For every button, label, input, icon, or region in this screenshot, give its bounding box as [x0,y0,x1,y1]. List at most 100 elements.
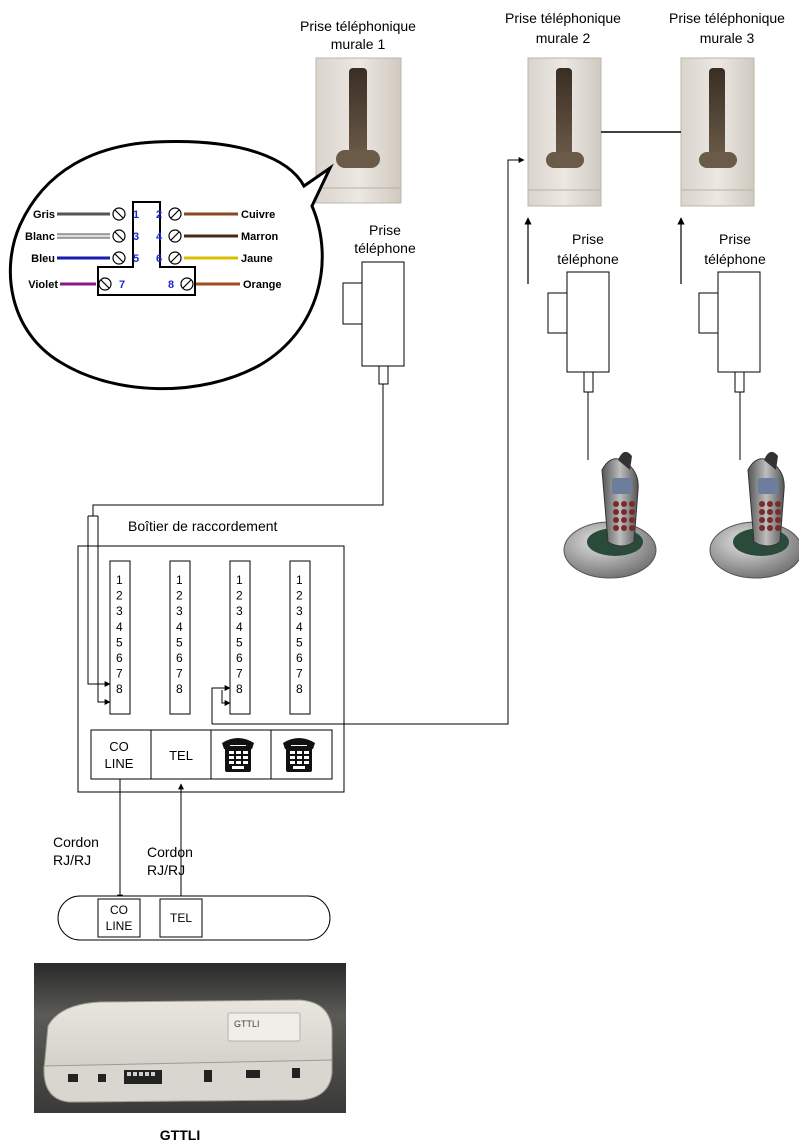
terminal-number: 2 [156,209,162,221]
pin-number: 3 [296,604,303,618]
phone-plug-3-cable-stub [734,371,745,393]
pin-number: 4 [296,620,303,634]
device-port-tel [159,898,203,938]
gttli-device-photo: GTTLI [34,963,346,1113]
phone-1-screen [612,478,632,494]
wire-plug1-to-box [92,384,384,516]
phone-plug-1-body [361,261,405,367]
cord-2-label-line2: RJ/RJ [147,862,185,878]
wire-to-pin8-col1 [97,516,111,705]
phone-plug-2-tab [547,292,568,334]
pin-number: 1 [176,573,183,587]
pin-number: 5 [296,635,303,649]
pin-number: 4 [176,620,183,634]
phone-plug-3-body [717,271,761,373]
terminal-number: 8 [168,279,174,291]
wire-to-pin7-col1 [87,516,111,687]
phone-plug-2-cable-stub [583,371,594,393]
pin-number: 8 [236,682,243,696]
wire-color-label: Orange [243,279,282,291]
pin-number: 7 [296,667,303,681]
wall-socket-1-title-line1: Prise téléphonique [300,18,416,34]
telephone-icon [283,738,315,772]
wall-socket-3-title-line1: Prise téléphonique [669,10,785,26]
phone-plug-1-tab [342,282,363,325]
phone-plug-1-cable-stub [378,365,389,385]
wall-socket-2-slot-base [546,152,584,168]
junction-box: Boîtier de raccordement 1234567812345678… [77,518,345,793]
wire-color-label: Violet [28,279,58,291]
pin-number: 5 [116,635,123,649]
wall-socket-2-slot [556,68,572,158]
phone-plug-2-label-line2: téléphone [557,251,619,267]
pin-column-4: 1 23 45 6 78 [289,560,311,715]
cordless-phone-1 [563,392,657,579]
gttli-back-panel: CO LINE TEL [57,895,331,941]
wall-socket-2-title-line1: Prise téléphonique [505,10,621,26]
pin-number: 2 [176,589,183,603]
pin-number: 7 [116,667,123,681]
phone-plug-2-body [566,271,610,373]
pin-number: 4 [236,620,243,634]
terminal-number: 5 [133,253,139,265]
wire-color-label: Jaune [241,253,273,265]
wall-socket-1: Prise téléphonique murale 1 [300,18,416,204]
pin-strip [109,560,131,715]
device-port-co-label-1: CO [110,903,128,917]
pin-number: 1 [116,573,123,587]
pin-number: 5 [236,635,243,649]
cord-1-label-line2: RJ/RJ [53,852,91,868]
wall-socket-1-slot-base [336,150,380,168]
pin-number: 4 [116,620,123,634]
pin-number: 2 [236,589,243,603]
cord-2-label-line1: Cordon [147,844,193,860]
callout-bubble [8,140,334,391]
pin-number: 5 [176,635,183,649]
pin-number: 2 [296,589,303,603]
device-caption: GTTLI [160,1127,200,1143]
device-port-co-line [97,898,141,938]
device-port-tel-label: TEL [170,911,192,925]
phone-plug-2: Prise téléphone [547,231,619,393]
device-label-plate [227,1012,301,1042]
pin-number: 1 [236,573,243,587]
pin-number: 1 [296,573,303,587]
pin-number: 8 [116,682,123,696]
wall-socket-1-slot [349,68,367,156]
wall-socket-2-title-line2: murale 2 [536,30,591,46]
wire-color-label: Cuivre [241,209,275,221]
wiring-row-right: 8 Orange [168,277,282,291]
cord-1-label-line1: Cordon [53,834,99,850]
wiring-row-right: 6 Jaune [156,251,273,265]
pin-number: 2 [116,589,123,603]
pin-number: 3 [116,604,123,618]
pin-number: 8 [176,682,183,696]
phone-plug-3-label-line2: téléphone [704,251,766,267]
pin-number: 7 [176,667,183,681]
pin-number: 6 [296,651,303,665]
terminal-block-outline [97,201,196,296]
pin-number: 8 [296,682,303,696]
phone-plug-2-label-line1: Prise [572,231,604,247]
terminal-number: 6 [156,253,162,265]
phone-plug-3-tab [698,292,719,334]
pin-strip [229,560,251,715]
cordless-phone-2 [709,392,799,579]
phone-plug-1-label-line2: téléphone [354,240,416,256]
wall-socket-2: Prise téléphonique murale 2 [505,10,621,207]
port-co-line-label-1: CO [109,739,129,754]
port-co-line-label-2: LINE [105,756,134,771]
pin-number: 6 [176,651,183,665]
terminal-number: 1 [133,209,139,221]
phone-plug-1: Prise téléphone [342,222,416,385]
wall-socket-3: Prise téléphonique murale 3 [669,10,785,207]
wire-box-to-socket-2 [212,157,525,725]
